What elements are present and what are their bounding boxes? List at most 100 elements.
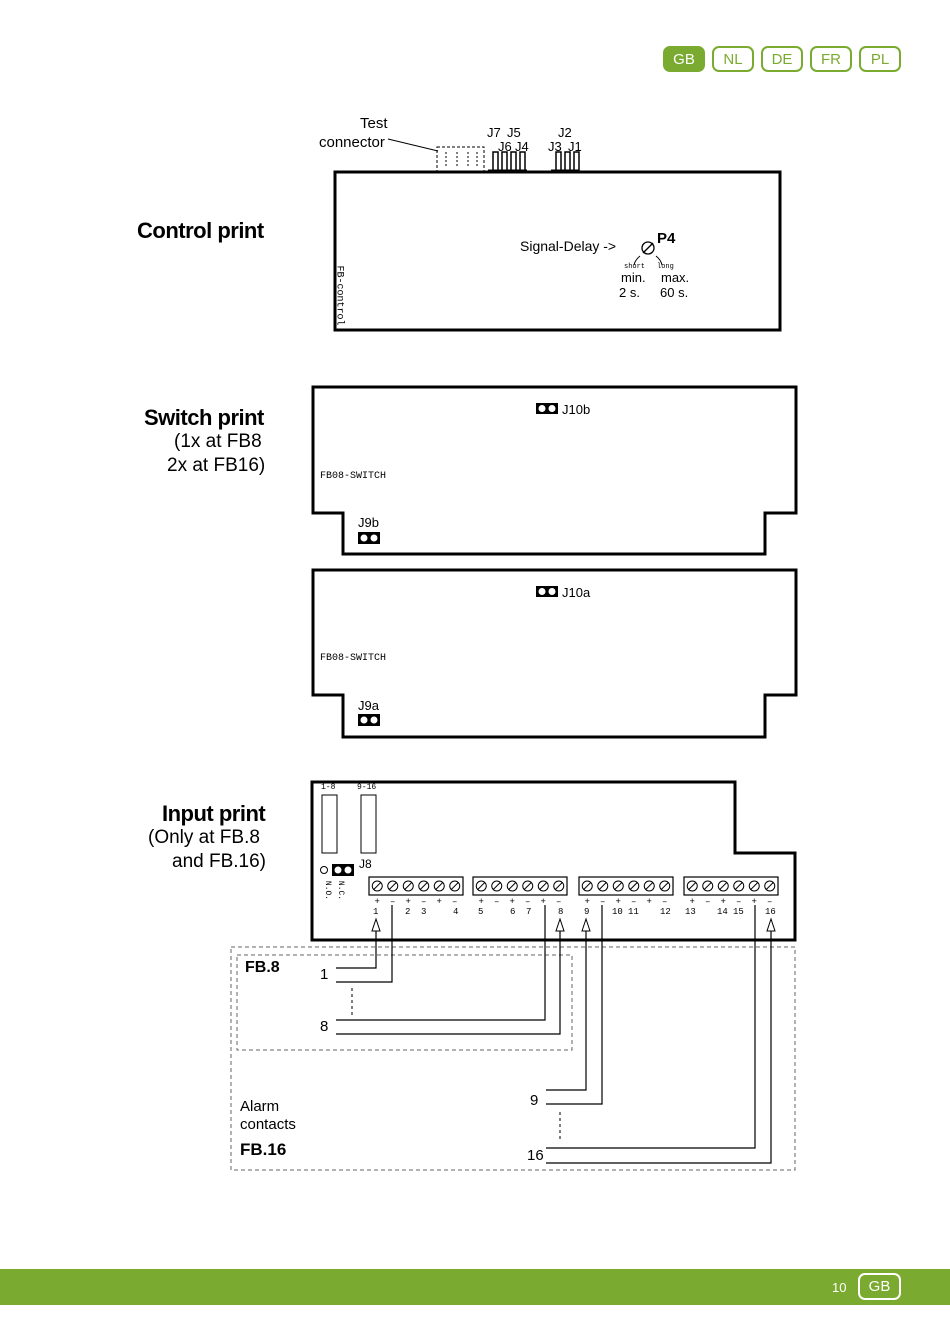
switch-note-1: (1x at FB8 <box>174 431 262 452</box>
alarm-label-1: Alarm <box>240 1098 280 1115</box>
wires <box>336 905 772 1164</box>
screw-terminal <box>537 880 549 892</box>
tab-nl[interactable]: NL <box>712 46 754 72</box>
screw-terminal <box>659 880 671 892</box>
terminal-number: 15 <box>733 907 744 917</box>
polarity-mark: + <box>479 897 484 907</box>
test-connector-leader <box>387 138 439 152</box>
screw-terminal <box>733 880 745 892</box>
polarity-mark: + <box>510 897 515 907</box>
polarity-mark: – <box>767 897 772 907</box>
screw-terminal <box>553 880 565 892</box>
jumper-pins-j7-j4 <box>488 151 527 173</box>
test-connector-pins <box>445 152 478 168</box>
no-label: N.O. <box>323 880 333 901</box>
screw-slot <box>477 882 486 890</box>
test-connector-label-1: Test <box>360 115 388 132</box>
pot-arrow-short <box>633 255 641 266</box>
control-print-heading: Control print <box>137 218 264 243</box>
j9a-label: J9a <box>358 698 379 713</box>
tab-de[interactable]: DE <box>761 46 803 72</box>
wire-continuation-dashes <box>351 988 561 1142</box>
switch-board-b <box>311 385 798 556</box>
dip-9-16 <box>360 794 377 854</box>
polarity-mark: – <box>421 897 426 907</box>
j9b-label: J9b <box>358 515 379 530</box>
tab-pl[interactable]: PL <box>859 46 901 72</box>
terminal-number: 14 <box>717 907 728 917</box>
polarity-mark: – <box>494 897 499 907</box>
control-board-label: FB-control <box>333 265 345 326</box>
screw-slot <box>388 882 397 890</box>
screw-slot <box>554 882 563 890</box>
alarm-label-2: contacts <box>240 1116 296 1133</box>
max-label: max. <box>661 270 690 285</box>
screw-terminal <box>686 880 698 892</box>
polarity-mark: – <box>452 897 457 907</box>
screw-slot <box>645 882 654 890</box>
polarity-mark: – <box>600 897 605 907</box>
polarity-mark: – <box>705 897 710 907</box>
pot-arrow-long <box>655 255 663 266</box>
min-value: 2 s. <box>619 285 640 300</box>
polarity-mark: + <box>752 897 757 907</box>
screw-terminal <box>717 880 729 892</box>
terminal-number: 16 <box>765 907 776 917</box>
footer-bar <box>0 1269 950 1305</box>
screw-terminal <box>643 880 655 892</box>
test-connector-label-2: connector <box>319 134 385 151</box>
terminal-number: 9 <box>584 907 590 917</box>
screw-slot <box>492 882 501 890</box>
screw-slot <box>508 882 517 890</box>
j8-label: J8 <box>359 857 372 871</box>
input-note-1: (Only at FB.8 <box>148 827 260 848</box>
screw-terminal <box>371 880 383 892</box>
polarity-mark: + <box>585 897 590 907</box>
tab-fr[interactable]: FR <box>810 46 852 72</box>
screw-slot <box>734 882 743 890</box>
terminal-block <box>683 876 779 896</box>
fb16-label: FB.16 <box>240 1140 287 1159</box>
switch-board-a-label: FB08-SWITCH <box>320 653 387 664</box>
screw-slot <box>435 882 444 890</box>
screw-slot <box>373 882 382 890</box>
pot-short-label: short <box>624 263 646 271</box>
terminal-number: 12 <box>660 907 671 917</box>
polarity-mark: – <box>525 897 530 907</box>
screw-slot <box>539 882 548 890</box>
polarity-mark: – <box>631 897 636 907</box>
screw-terminal <box>418 880 430 892</box>
jumper-j4-label: J4 <box>515 139 529 154</box>
led-indicator <box>320 866 328 874</box>
signal-delay-label: Signal-Delay -> <box>520 238 617 254</box>
screw-slot <box>523 882 532 890</box>
footer-lang-badge: GB <box>858 1273 901 1300</box>
polarity-mark: + <box>437 897 442 907</box>
tab-gb[interactable]: GB <box>663 46 705 72</box>
switch-board-b-label: FB08-SWITCH <box>320 471 387 482</box>
language-tabs: GB NL DE FR PL <box>663 46 903 74</box>
screw-terminal <box>764 880 776 892</box>
dip-range-1-label: 1-8 <box>321 783 336 792</box>
terminal-number: 2 <box>405 907 411 917</box>
pot-p4-label: P4 <box>657 230 676 247</box>
polarity-mark: + <box>721 897 726 907</box>
polarity-mark: + <box>541 897 546 907</box>
screw-terminal <box>748 880 760 892</box>
input-arrows <box>371 917 776 932</box>
polarity-mark: – <box>390 897 395 907</box>
polarity-mark: + <box>647 897 652 907</box>
screw-terminal <box>522 880 534 892</box>
jumper-j5-label: J5 <box>507 125 521 140</box>
screw-slot <box>598 882 607 890</box>
terminal-number: 6 <box>510 907 516 917</box>
fb8-label: FB.8 <box>245 959 280 976</box>
screw-terminal <box>475 880 487 892</box>
jumper-j10a <box>536 586 558 597</box>
jumper-j1-label: J1 <box>568 139 582 154</box>
screw-terminal <box>449 880 461 892</box>
terminal-number: 7 <box>526 907 532 917</box>
polarity-mark: + <box>406 897 411 907</box>
terminal-block <box>578 876 674 896</box>
